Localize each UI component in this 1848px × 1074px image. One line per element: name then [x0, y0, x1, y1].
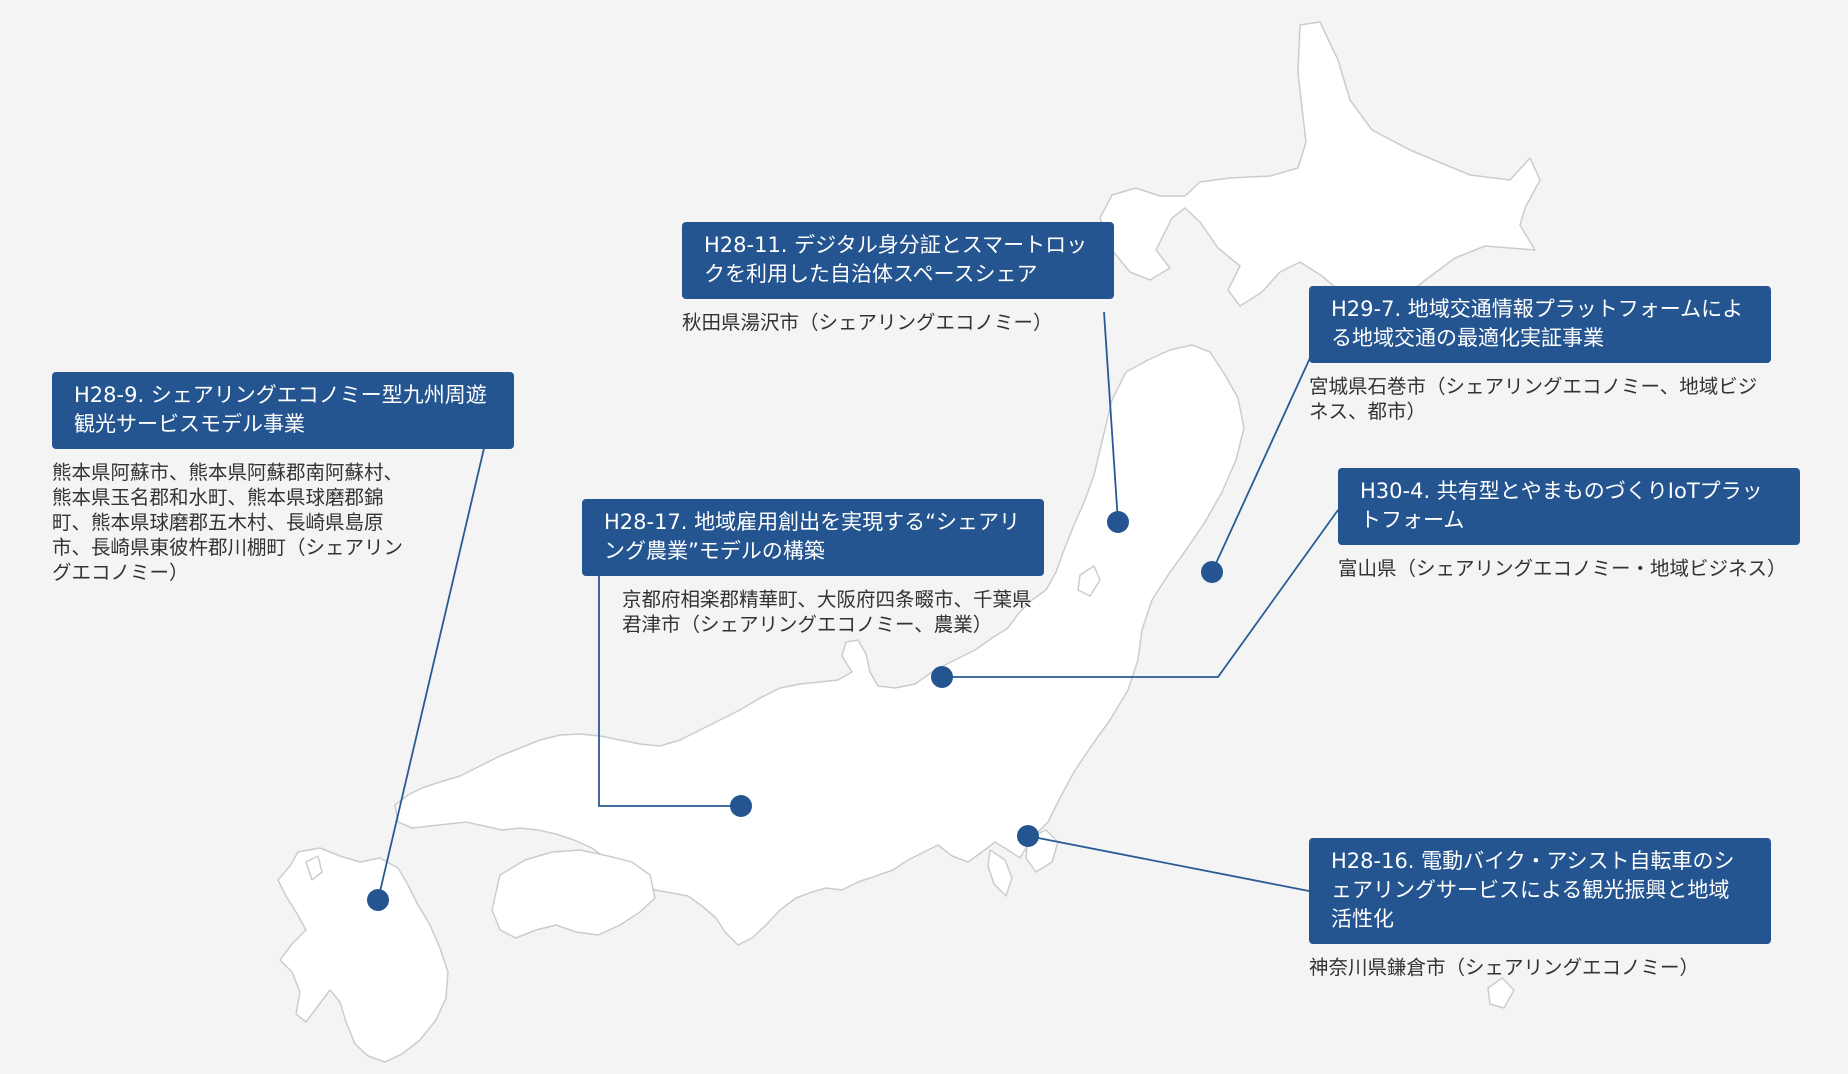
pin-toyama[interactable] — [931, 666, 953, 688]
project-card-h28-16[interactable]: H28-16. 電動バイク・アシスト自転車のシェアリングサービスによる観光振興と… — [1309, 838, 1771, 980]
leader-line-ishinomaki — [1211, 357, 1311, 573]
project-card-h30-4[interactable]: H30-4. 共有型とやまものづくりIoTプラットフォーム 富山県（シェアリング… — [1338, 468, 1800, 581]
pin-akita[interactable] — [1107, 511, 1129, 533]
project-card-h28-17[interactable]: H28-17. 地域雇用創出を実現する“シェアリング農業”モデルの構築 京都府相… — [582, 499, 1044, 637]
project-title[interactable]: H30-4. 共有型とやまものづくりIoTプラットフォーム — [1338, 468, 1800, 545]
project-card-h29-7[interactable]: H29-7. 地域交通情報プラットフォームによる地域交通の最適化実証事業 宮城県… — [1309, 286, 1771, 424]
shikoku-landmass — [491, 849, 656, 939]
project-card-h28-11[interactable]: H28-11. デジタル身分証とスマートロックを利用した自治体スペースシェア 秋… — [682, 222, 1114, 335]
izu-islands — [1487, 977, 1515, 1009]
kyushu-landmass — [277, 847, 449, 1063]
pin-kamakura[interactable] — [1017, 825, 1039, 847]
pin-kumamoto[interactable] — [367, 889, 389, 911]
izu-peninsula — [987, 849, 1013, 897]
leader-line-kyoto — [598, 570, 740, 807]
project-title[interactable]: H28-16. 電動バイク・アシスト自転車のシェアリングサービスによる観光振興と… — [1309, 838, 1771, 944]
project-title[interactable]: H29-7. 地域交通情報プラットフォームによる地域交通の最適化実証事業 — [1309, 286, 1771, 363]
project-location: 秋田県湯沢市（シェアリングエコノミー） — [682, 311, 1053, 334]
pin-kyoto[interactable] — [730, 795, 752, 817]
project-title[interactable]: H28-17. 地域雇用創出を実現する“シェアリング農業”モデルの構築 — [582, 499, 1044, 576]
project-location: 神奈川県鎌倉市（シェアリングエコノミー） — [1309, 956, 1700, 979]
honshu-landmass — [394, 344, 1245, 946]
leader-line-toyama — [942, 509, 1339, 678]
project-card-h28-9[interactable]: H28-9. シェアリングエコノミー型九州周遊観光サービスモデル事業 熊本県阿蘇… — [52, 372, 514, 585]
leader-line-kumamoto — [377, 443, 486, 901]
project-location: 京都府相楽郡精華町、大阪府四条畷市、千葉県君津市（シェアリングエコノミー、農業） — [622, 588, 1032, 636]
project-location: 宮城県石巻市（シェアリングエコノミー、地域ビジネス、都市） — [1309, 375, 1758, 423]
leader-line-kamakura — [1027, 835, 1310, 892]
hokkaido-landmass — [1099, 21, 1541, 323]
sado-island — [1077, 565, 1101, 597]
project-title[interactable]: H28-9. シェアリングエコノミー型九州周遊観光サービスモデル事業 — [52, 372, 514, 449]
leader-line-akita — [1103, 311, 1119, 523]
project-location: 熊本県阿蘇市、熊本県阿蘇郡南阿蘇村、熊本県玉名郡和水町、熊本県球磨郡錦町、熊本県… — [52, 461, 404, 584]
project-location: 富山県（シェアリングエコノミー・地域ビジネス） — [1338, 557, 1787, 580]
tsushima-island — [305, 855, 323, 881]
project-title[interactable]: H28-11. デジタル身分証とスマートロックを利用した自治体スペースシェア — [682, 222, 1114, 299]
pin-ishinomaki[interactable] — [1201, 561, 1223, 583]
